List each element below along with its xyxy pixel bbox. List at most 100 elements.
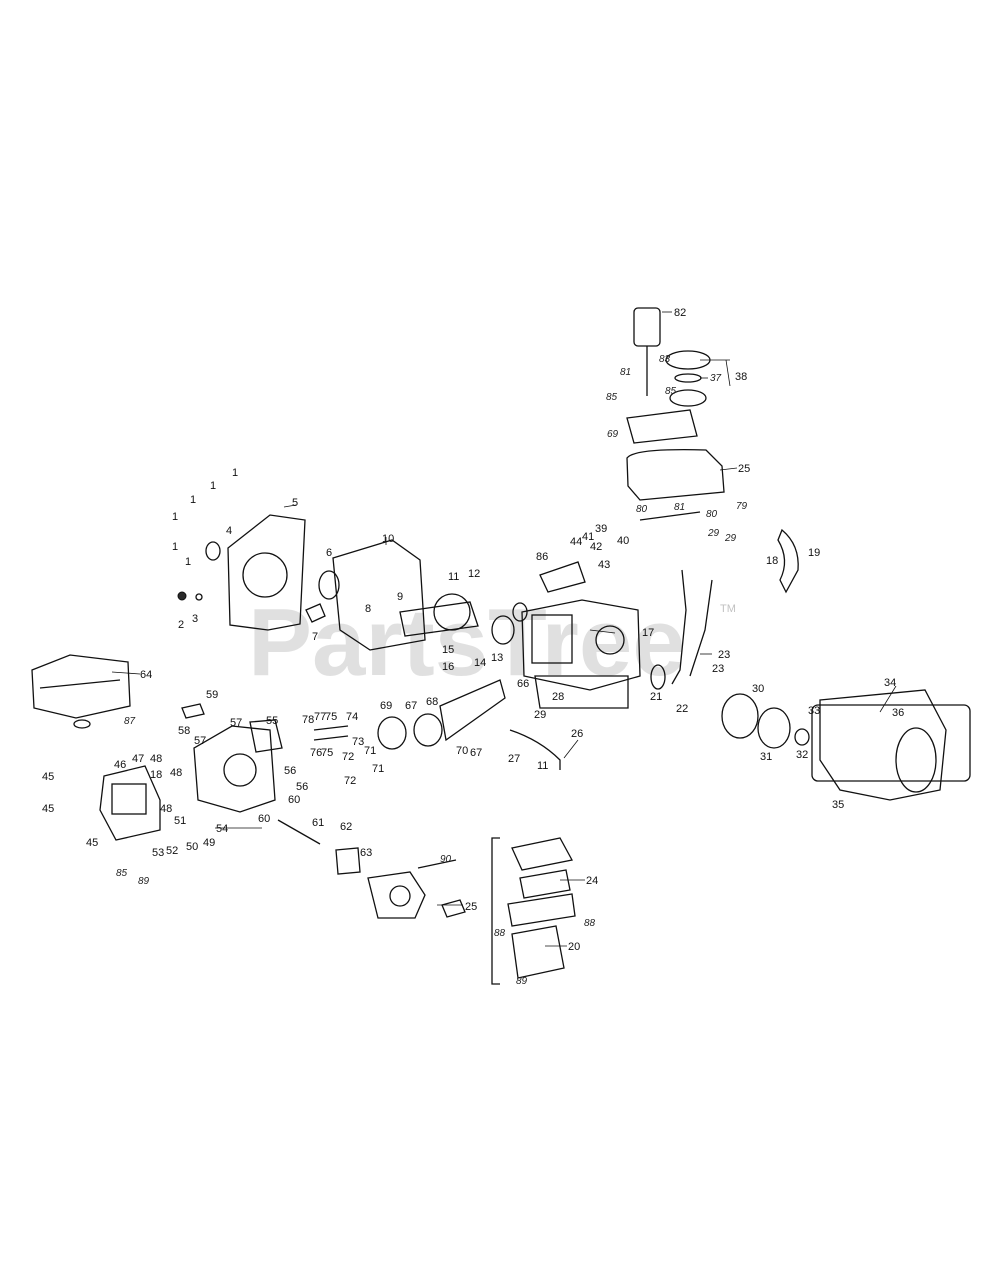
valve-part [313, 725, 349, 731]
callout-45-b: 45 [42, 803, 54, 815]
callout-22: 22 [676, 703, 688, 715]
callout-82: 82 [674, 307, 686, 319]
callout-1-f: 1 [185, 556, 191, 568]
callout-56-a: 56 [284, 765, 296, 777]
callout-1-b: 1 [210, 480, 216, 492]
callout-33: 33 [808, 705, 820, 717]
callout-70: 70 [456, 745, 468, 757]
callout-53: 53 [152, 847, 164, 859]
crank-web-part [433, 593, 471, 631]
callout-72-b: 72 [344, 775, 356, 787]
piston-ring-part [377, 716, 407, 750]
recoil-reel-part [895, 727, 937, 793]
callout-7: 7 [312, 631, 318, 643]
callout-13: 13 [491, 652, 503, 664]
callout-81-top: 81 [620, 367, 631, 378]
callout-18-b: 18 [150, 769, 162, 781]
callout-1-a: 1 [232, 467, 238, 479]
cylinder-head-part [193, 725, 276, 813]
callout-71-b: 71 [372, 763, 384, 775]
callout-48-b: 48 [170, 767, 182, 779]
seal-part [512, 602, 528, 622]
callout-40: 40 [617, 535, 629, 547]
callout-57-b: 57 [194, 735, 206, 747]
callout-29-b: 29 [724, 533, 737, 544]
recoil-housing-part [819, 689, 947, 801]
callout-2: 2 [178, 619, 184, 631]
main-bearing-part [491, 615, 515, 645]
valve2-part [313, 735, 349, 741]
callout-10: 10 [382, 533, 394, 545]
callout-60-b: 60 [258, 813, 270, 825]
callout-76: 76 [310, 747, 322, 759]
engine-block-group [521, 561, 641, 709]
push-rod-part [277, 819, 321, 845]
filter-plate-part [507, 893, 576, 927]
callout-74: 74 [346, 711, 358, 723]
valve-cover-plate-part [111, 783, 147, 815]
callout-11-b: 11 [537, 760, 548, 772]
callout-24: 24 [586, 875, 598, 887]
callout-9: 9 [397, 591, 403, 603]
air-cleaner-group [491, 837, 576, 985]
callout-69-tank: 69 [607, 429, 619, 440]
callout-27: 27 [508, 753, 520, 765]
muffler-group [31, 654, 131, 729]
oil-seal-part [205, 541, 221, 561]
choke-rod-part [417, 859, 457, 869]
fuel-line-part [639, 511, 701, 521]
callout-41: 41 [582, 531, 594, 543]
callout-75-a: 75 [325, 711, 337, 723]
dipstick-part [671, 569, 687, 685]
filter-cup-part [669, 389, 707, 407]
air-cleaner-cover-part [511, 837, 573, 871]
callout-86: 86 [536, 551, 548, 563]
washer-part [195, 593, 203, 601]
callout-89-a: 89 [138, 876, 150, 887]
callout-60-a: 60 [288, 794, 300, 806]
cylinder-head-group [99, 703, 321, 845]
carburetor-part [367, 871, 426, 919]
callout-73: 73 [352, 736, 364, 748]
spark-plug-cap-part [181, 703, 205, 719]
callout-47: 47 [132, 753, 144, 765]
callout-63: 63 [360, 847, 372, 859]
gasket-ring-part [674, 373, 702, 383]
callout-36: 36 [892, 707, 904, 719]
engine-block-part [521, 599, 641, 691]
recoil-frame-part [811, 704, 971, 782]
callout-5: 5 [292, 497, 298, 509]
callout-26: 26 [571, 728, 583, 740]
guard-bracket-part [777, 528, 799, 594]
starter-flywheel-group [721, 528, 971, 801]
callout-35: 35 [832, 799, 844, 811]
crankshaft-group [399, 593, 528, 645]
piston-group [313, 679, 561, 770]
callout-85-c: 85 [116, 868, 128, 879]
callout-31: 31 [760, 751, 772, 763]
callout-1-d: 1 [172, 511, 178, 523]
callout-52: 52 [166, 845, 178, 857]
callout-77: 77 [314, 711, 326, 723]
callout-80-a: 80 [636, 504, 648, 515]
callout-78: 78 [302, 714, 314, 726]
watermark-trademark: TM [720, 603, 736, 615]
head-gasket-part [249, 719, 283, 753]
air-cleaner-base-part [511, 925, 565, 979]
callout-67-a: 67 [405, 700, 417, 712]
callout-20: 20 [568, 941, 580, 953]
starter-pulley-part [794, 728, 810, 746]
callout-16: 16 [442, 661, 454, 673]
flywheel-part [721, 693, 759, 739]
callout-55: 55 [266, 715, 278, 727]
block-base-part [534, 675, 629, 709]
callout-71-a: 71 [364, 745, 376, 757]
crankcase-cover-part [227, 514, 306, 631]
callout-44: 44 [570, 536, 582, 548]
callout-66: 66 [517, 678, 529, 690]
combustion-chamber-part [223, 753, 257, 787]
callout-64: 64 [140, 669, 152, 681]
callout-30: 30 [752, 683, 764, 695]
callout-57-a: 57 [230, 717, 242, 729]
